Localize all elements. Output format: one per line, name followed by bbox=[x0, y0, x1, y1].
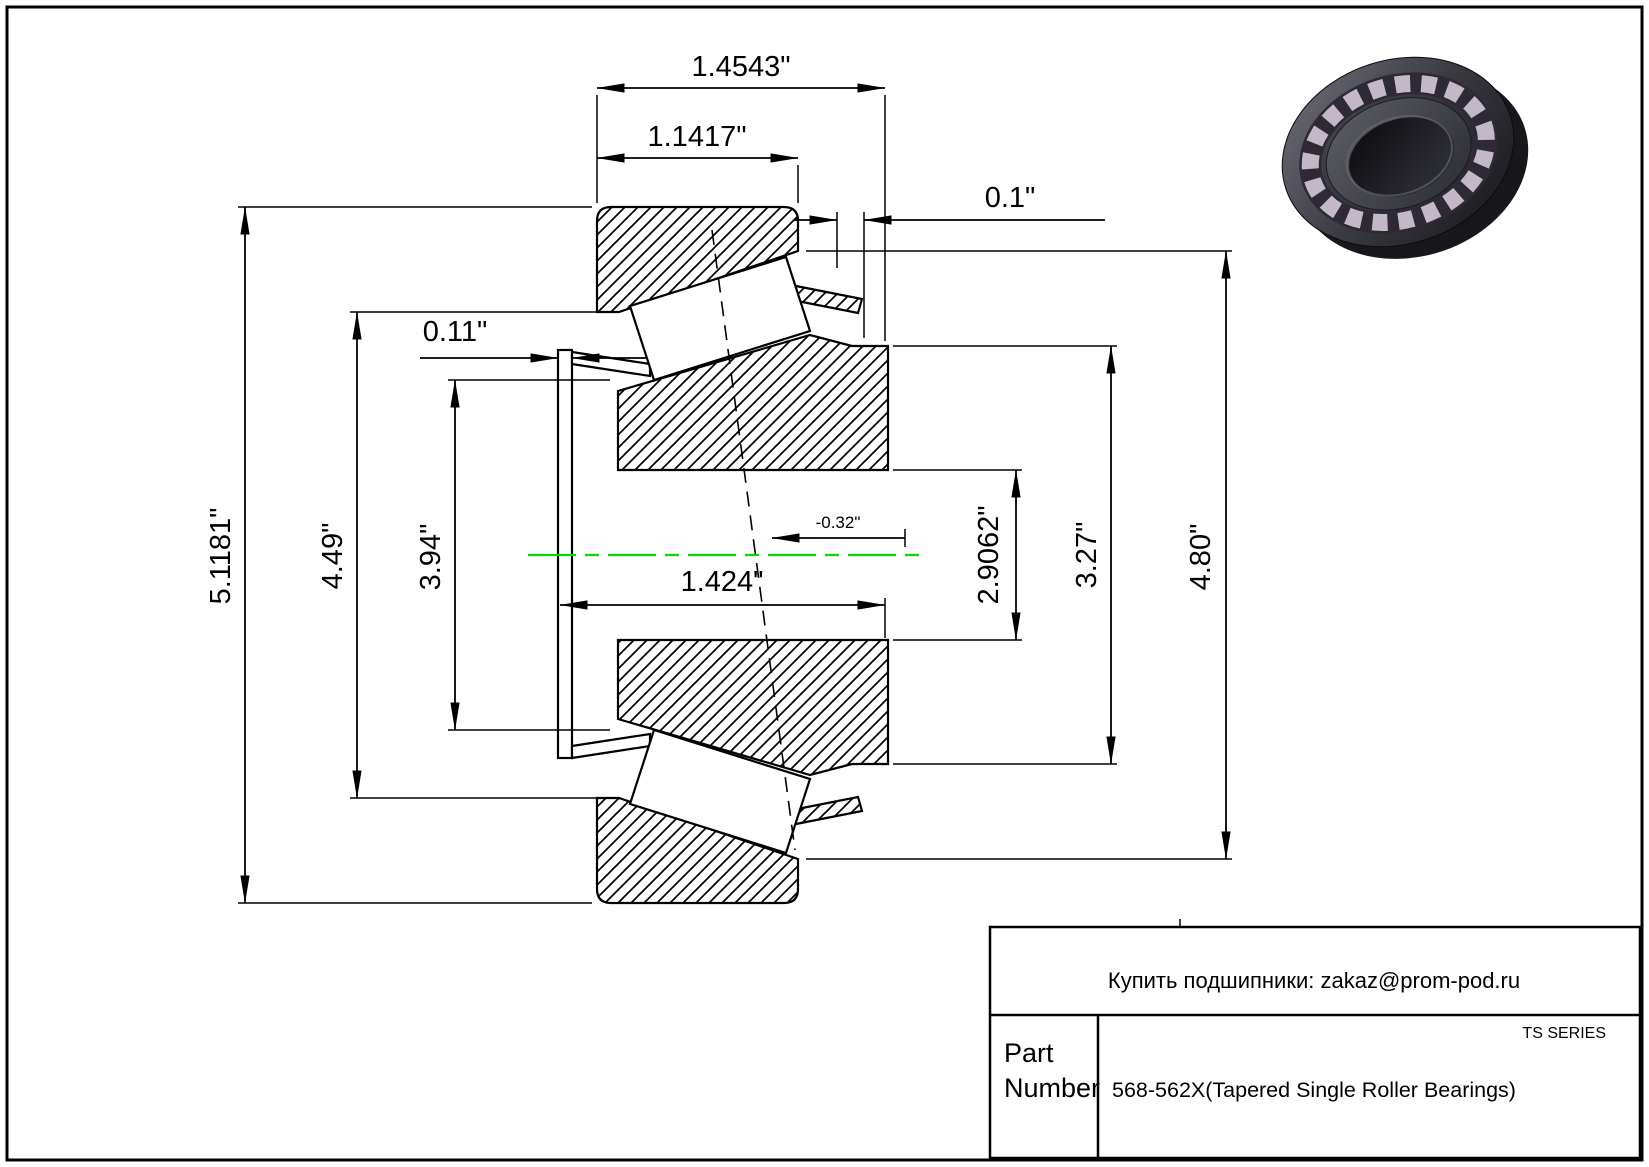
part-label-line2: Number bbox=[1004, 1073, 1100, 1103]
title-block-border bbox=[988, 925, 1642, 1160]
flange-lip-bottom bbox=[570, 732, 652, 760]
dim-flange-thickness: 0.11" bbox=[423, 316, 488, 348]
bearing-cross-section bbox=[528, 205, 922, 905]
series-label: TS SERIES bbox=[1522, 1025, 1606, 1042]
roller-bottom bbox=[628, 728, 812, 855]
dim-outer-diameter: 5.1181" bbox=[205, 508, 237, 605]
dim-bore-diameter: 2.9062" bbox=[973, 506, 1005, 605]
cup-section-top bbox=[595, 205, 800, 314]
dimension-labels: 1.4543" 1.1417" 0.1" 0.11" 5.1181" 4.49"… bbox=[205, 51, 1217, 605]
dim-effective-center: -0.32" bbox=[816, 513, 861, 532]
dim-overall-width: 1.4543" bbox=[692, 51, 791, 83]
bearing-rollers bbox=[1301, 74, 1495, 231]
cup-section-bottom bbox=[595, 796, 800, 905]
cone-section-bottom bbox=[616, 638, 890, 777]
purchase-email-text: Купить подшипники: zakaz@prom-pod.ru bbox=[1108, 968, 1520, 993]
roller-top bbox=[628, 255, 812, 382]
title-block: Купить подшипники: zakaz@prom-pod.ru TS … bbox=[988, 919, 1642, 1160]
cone-section-top bbox=[616, 333, 890, 472]
page-border bbox=[5, 5, 1644, 1162]
dim-rib-diameter: 3.94" bbox=[415, 524, 447, 591]
dim-stand-out: 0.1" bbox=[985, 182, 1036, 214]
dim-cup-raceway-diameter: 4.80" bbox=[1185, 524, 1217, 591]
dim-cone-front-diameter: 3.27" bbox=[1071, 522, 1103, 589]
bearing-bore-rim bbox=[1345, 114, 1453, 197]
bearing-3d-render bbox=[1281, 56, 1529, 259]
dim-flange-diameter: 4.49" bbox=[317, 523, 349, 590]
flange-lip-top bbox=[570, 350, 652, 378]
dim-cup-width: 1.1417" bbox=[648, 121, 747, 153]
dimension-lines bbox=[240, 83, 1231, 904]
part-label-line1: Part bbox=[1004, 1038, 1054, 1068]
roller-axis-line bbox=[711, 229, 796, 851]
dim-cone-width: 1.424" bbox=[681, 566, 764, 598]
part-number-value: 568-562X(Tapered Single Roller Bearings) bbox=[1112, 1078, 1516, 1102]
bearing-bore bbox=[1349, 117, 1455, 197]
